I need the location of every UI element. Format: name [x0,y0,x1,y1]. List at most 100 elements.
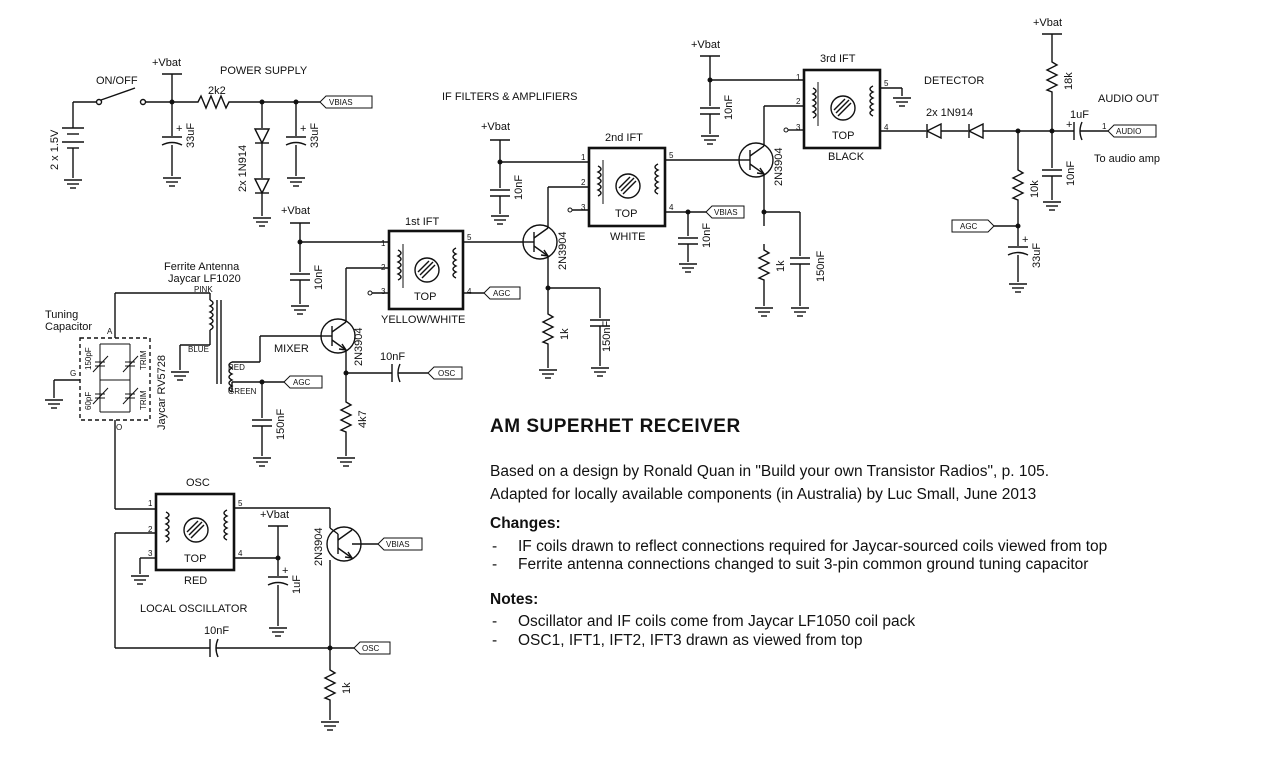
detector-diodes-label: 2x 1N914 [926,107,973,119]
tuning-60pf: 60pF [84,392,93,410]
res-2k2-label: 2k2 [208,85,226,97]
vbat-label-osc: +Vbat [260,509,289,521]
cap-10nf-ift3: 10nF [723,95,735,120]
if-amp2-transistor-label: 2N3904 [773,147,785,186]
tuning-150pf: 150pF [84,347,93,370]
cap-10nf-ift2b: 10nF [701,223,713,248]
audio-pin1: 1 [1102,122,1107,131]
plus-sign: + [282,565,288,577]
bullet: - [492,613,497,630]
ift2-name: 2nd IFT [605,132,643,144]
power-supply-section: 2 x 1.5V ON/OFF +Vbat + 33uF 2k2 POWER S… [49,57,373,227]
if-amp1-transistor-label: 2N3904 [557,231,569,270]
vbias-flag-ift2: VBIAS [714,208,738,217]
ift3-pin4: 4 [884,123,889,132]
res-4k7-label: 4k7 [357,410,369,428]
osc-transistor-label: 2N3904 [313,527,325,566]
ift2-pin4: 4 [669,203,674,212]
vbat-label-ift3: +Vbat [691,39,720,51]
plus-sign: + [1066,119,1072,131]
changes-item-1: IF coils drawn to reflect connections re… [518,538,1107,555]
cap-10nf-ift1: 10nF [313,265,325,290]
ift1-name: 1st IFT [405,216,440,228]
ift3-color: BLACK [828,151,865,163]
tuning-pin-g: G [70,369,76,378]
antenna-pin-green: GREEN [228,387,257,396]
osc-coil-top: TOP [184,553,206,565]
res-1k-amp1: 1k [559,328,571,340]
bullet: - [492,556,497,573]
notes-heading: Notes: [490,591,538,608]
plus-sign: + [300,123,306,135]
ift3-pin5: 5 [884,79,889,88]
changes-heading: Changes: [490,515,561,532]
if-amp2-section: 2N3904 150nF 1k [738,105,827,317]
vbias-flag-osc: VBIAS [386,540,410,549]
cap-33uf-ps: 33uF [185,123,197,148]
res-1k-osc: 1k [341,682,353,694]
battery-label: 2 x 1.5V [49,129,61,170]
local-oscillator-section: OSC TOP 1 2 3 5 4 RED LOCAL OSCILLATOR +… [114,477,423,731]
ift1-pin4: 4 [467,287,472,296]
cap-1uf-out: 1uF [1070,109,1089,121]
cap-10nf-osc: 10nF [204,625,229,637]
osc-pin5: 5 [238,499,243,508]
ift1-top: TOP [414,291,436,303]
antenna-pin-pink: PINK [194,285,213,294]
on-off-label: ON/OFF [96,75,138,87]
plus-sign: + [1022,234,1028,246]
cap-33uf-ps2: 33uF [309,123,321,148]
cap-1uf-osc: 1uF [291,575,303,594]
agc-flag-ant: AGC [293,378,311,387]
ift1-section: +Vbat 10nF 1st IFT TOP 1 2 3 5 4 AGC YEL… [281,205,522,326]
power-supply-label: POWER SUPPLY [220,65,308,77]
res-10k-label: 10k [1029,180,1041,198]
tuning-trim-2: TRIM [139,390,148,410]
antenna-pin-red: RED [228,363,245,372]
tuning-capacitor-label-2: Capacitor [45,321,92,333]
ift3-pin1: 1 [796,73,801,82]
ift1-pin5: 5 [467,233,472,242]
antenna-pin-blue: BLUE [188,345,209,354]
ift1-pin1: 1 [381,239,386,248]
agc-flag-ift1: AGC [493,289,511,298]
ift1-color: YELLOW/WHITE [381,314,465,326]
cap-150nf-ant: 150nF [275,409,287,440]
if-amp1-section: 2N3904 150nF 1k [522,186,613,379]
ift2-pin5: 5 [669,151,674,160]
detector-label: DETECTOR [924,75,984,87]
vbat-label-det: +Vbat [1033,17,1062,29]
ift2-section: IF FILTERS & AMPLIFIERS +Vbat 10nF 2nd I… [442,91,745,273]
ift3-name: 3rd IFT [820,53,856,65]
cap-150nf-amp2: 150nF [815,251,827,282]
tuning-capacitor-section: Tuning Capacitor A G O 150pF 60pF TRIM T… [44,261,323,510]
audio-out-label: AUDIO OUT [1098,93,1159,105]
osc-pin1: 1 [148,499,153,508]
vbat-label-ift1: +Vbat [281,205,310,217]
agc-flag-det: AGC [960,222,978,231]
audio-flag: AUDIO [1116,127,1141,136]
osc-coil-name: OSC [186,477,210,489]
vbias-flag-ps: VBIAS [329,98,353,107]
mixer-transistor-label: 2N3904 [353,327,365,366]
bullet: - [492,538,497,555]
ift1-pin2: 2 [381,263,386,272]
notes-item-2: OSC1, IFT1, IFT2, IFT3 drawn as viewed f… [518,632,863,649]
cap-10nf-ift2: 10nF [513,175,525,200]
plus-sign: + [176,123,182,135]
mixer-label: MIXER [274,343,309,355]
diodes-label: 2x 1N914 [237,145,249,192]
ift2-color: WHITE [610,231,645,243]
osc-pin2: 2 [148,525,153,534]
jaycar-rv5728-label: Jaycar RV5728 [156,355,168,430]
detector-section: DETECTOR 2x 1N914 +Vbat 18k 10nF 10k AGC… [924,17,1160,293]
bullet: - [492,632,497,649]
tuning-capacitor-label-1: Tuning [45,309,78,321]
ferrite-label-1: Ferrite Antenna [164,261,240,273]
ift2-pin1: 1 [581,153,586,162]
osc-flag-mixer: OSC [438,369,456,378]
to-audio-amp-label: To audio amp [1094,153,1160,165]
cap-10nf-det: 10nF [1065,161,1077,186]
ift1-pin3: 3 [381,287,386,296]
